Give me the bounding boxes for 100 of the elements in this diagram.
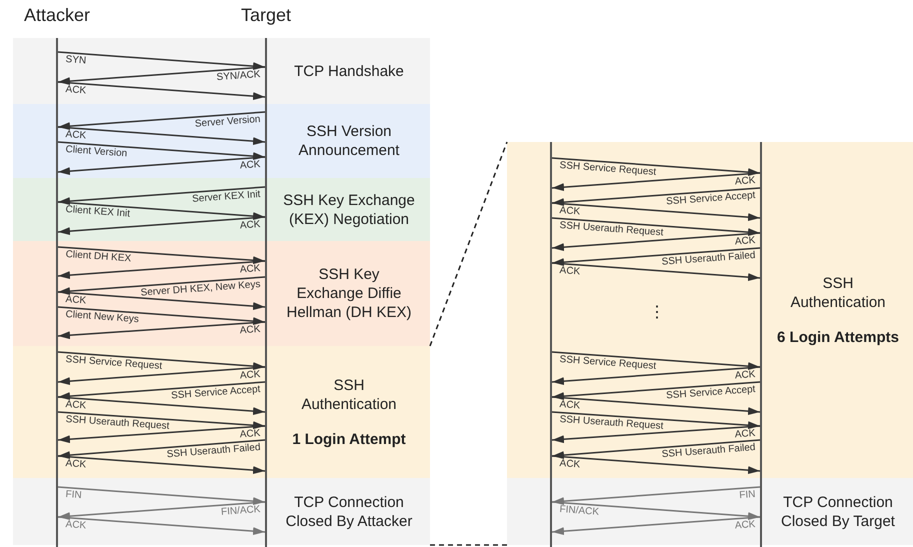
message-label: SSH Userauth Request — [559, 220, 664, 238]
message-label: Server DH KEX, New Keys — [140, 279, 261, 299]
phase-panel — [268, 478, 430, 545]
message-label: Server KEX Init — [192, 189, 261, 205]
message-label: ACK — [240, 159, 261, 172]
message-label: FIN — [738, 489, 756, 502]
phase-title: SSH Key Exchange (KEX) Negotiation — [282, 190, 416, 228]
message-arrow — [58, 306, 266, 326]
message-arrow — [552, 232, 760, 252]
message-arrow — [552, 425, 760, 444]
message-label: SYN/ACK — [216, 69, 261, 84]
ellipsis-mark: ⋮ — [649, 303, 665, 323]
message-arrow — [552, 516, 760, 536]
message-arrow — [58, 425, 266, 444]
message-arrow — [58, 291, 266, 310]
phase-title: TCP Handshake — [293, 62, 405, 80]
message-label: ACK — [559, 399, 580, 412]
message-arrow — [58, 321, 266, 340]
message-label: ACK — [559, 458, 580, 470]
message-arrow — [58, 111, 266, 130]
message-arrow — [58, 381, 266, 400]
message-arrow — [58, 81, 266, 100]
message-arrow — [58, 439, 266, 460]
message-label: Client DH KEX — [65, 249, 132, 264]
phase-title: TCP Connection Closed By Target — [780, 492, 896, 530]
message-arrow — [552, 217, 760, 236]
message-arrow — [58, 246, 266, 264]
message-label: ACK — [65, 84, 86, 96]
lifeline-label: Attacker — [24, 4, 90, 26]
message-label: ACK — [734, 175, 756, 188]
message-arrow — [552, 351, 760, 370]
phase-panel — [268, 241, 430, 346]
message-label: SSH Userauth Failed — [661, 442, 756, 460]
message-label: FIN — [65, 489, 82, 502]
phase-title: TCP Connection Closed By Attacker — [284, 492, 414, 530]
message-arrow — [58, 216, 266, 236]
message-arrow — [58, 486, 266, 506]
lifeline-label: Target — [240, 4, 292, 26]
message-label: Client KEX Init — [65, 204, 130, 220]
phase-panel — [763, 478, 913, 545]
phase-title: SSH Authentication — [789, 274, 887, 312]
lifeline — [550, 142, 552, 547]
message-arrow — [552, 202, 760, 222]
message-label: SSH Service Request — [559, 160, 656, 178]
message-arrow — [58, 186, 266, 206]
message-arrow — [58, 276, 266, 296]
message-arrow — [58, 66, 266, 86]
message-label: FIN/ACK — [220, 504, 261, 518]
message-label: Server Version — [194, 114, 261, 130]
message-arrow — [58, 351, 266, 370]
message-arrow — [552, 172, 760, 192]
message-label: Client New Keys — [65, 309, 140, 326]
message-label: ACK — [65, 458, 86, 470]
message-arrow — [58, 501, 266, 520]
phase-panel — [268, 178, 430, 241]
message-label: SSH Userauth Request — [559, 414, 664, 432]
message-label: ACK — [240, 219, 261, 232]
message-arrow — [58, 396, 266, 416]
message-label: ACK — [65, 129, 86, 142]
message-label: ACK — [65, 399, 86, 412]
message-arrow — [552, 157, 760, 176]
message-label: SSH Service Request — [559, 354, 656, 372]
message-label: ACK — [239, 428, 261, 440]
message-arrow — [552, 455, 760, 474]
message-label: ACK — [559, 265, 580, 278]
message-arrow — [58, 141, 266, 160]
message-arrow — [552, 366, 760, 386]
message-arrow — [552, 486, 760, 506]
phase-title: SSH Key Exchange Diffie Hellman (DH KEX) — [285, 265, 413, 322]
phase-panel — [763, 142, 913, 478]
message-label: SSH Service Accept — [666, 384, 756, 402]
attempt-count: 6 Login Attempts — [777, 328, 899, 346]
phase-panel — [268, 346, 430, 478]
message-label: ACK — [240, 263, 261, 276]
message-arrow — [58, 411, 266, 430]
lifeline — [760, 142, 762, 547]
message-arrow — [58, 126, 266, 146]
message-arrow — [58, 366, 266, 386]
message-label: ACK — [240, 369, 261, 382]
message-label: SSH Service Accept — [666, 190, 756, 208]
message-arrow — [552, 396, 760, 416]
message-arrow — [552, 439, 760, 460]
phase-panel — [268, 104, 430, 178]
message-label: ACK — [559, 205, 580, 218]
message-label: SYN — [65, 54, 86, 66]
message-label: ACK — [239, 324, 261, 336]
phase-title: SSH Authentication — [300, 376, 398, 414]
phase-title: SSH Version Announcement — [298, 122, 400, 160]
message-label: ACK — [734, 428, 756, 440]
message-arrow — [58, 201, 266, 220]
message-label: ACK — [734, 235, 756, 248]
message-arrow — [58, 516, 266, 536]
attempt-count: 1 Login Attempt — [292, 430, 406, 448]
message-arrow — [552, 187, 760, 206]
message-arrow — [552, 381, 760, 400]
message-label: SSH Service Request — [65, 354, 162, 372]
message-arrow — [58, 51, 266, 70]
message-label: ACK — [734, 369, 756, 382]
message-arrow — [552, 262, 760, 282]
message-arrow — [58, 260, 266, 280]
